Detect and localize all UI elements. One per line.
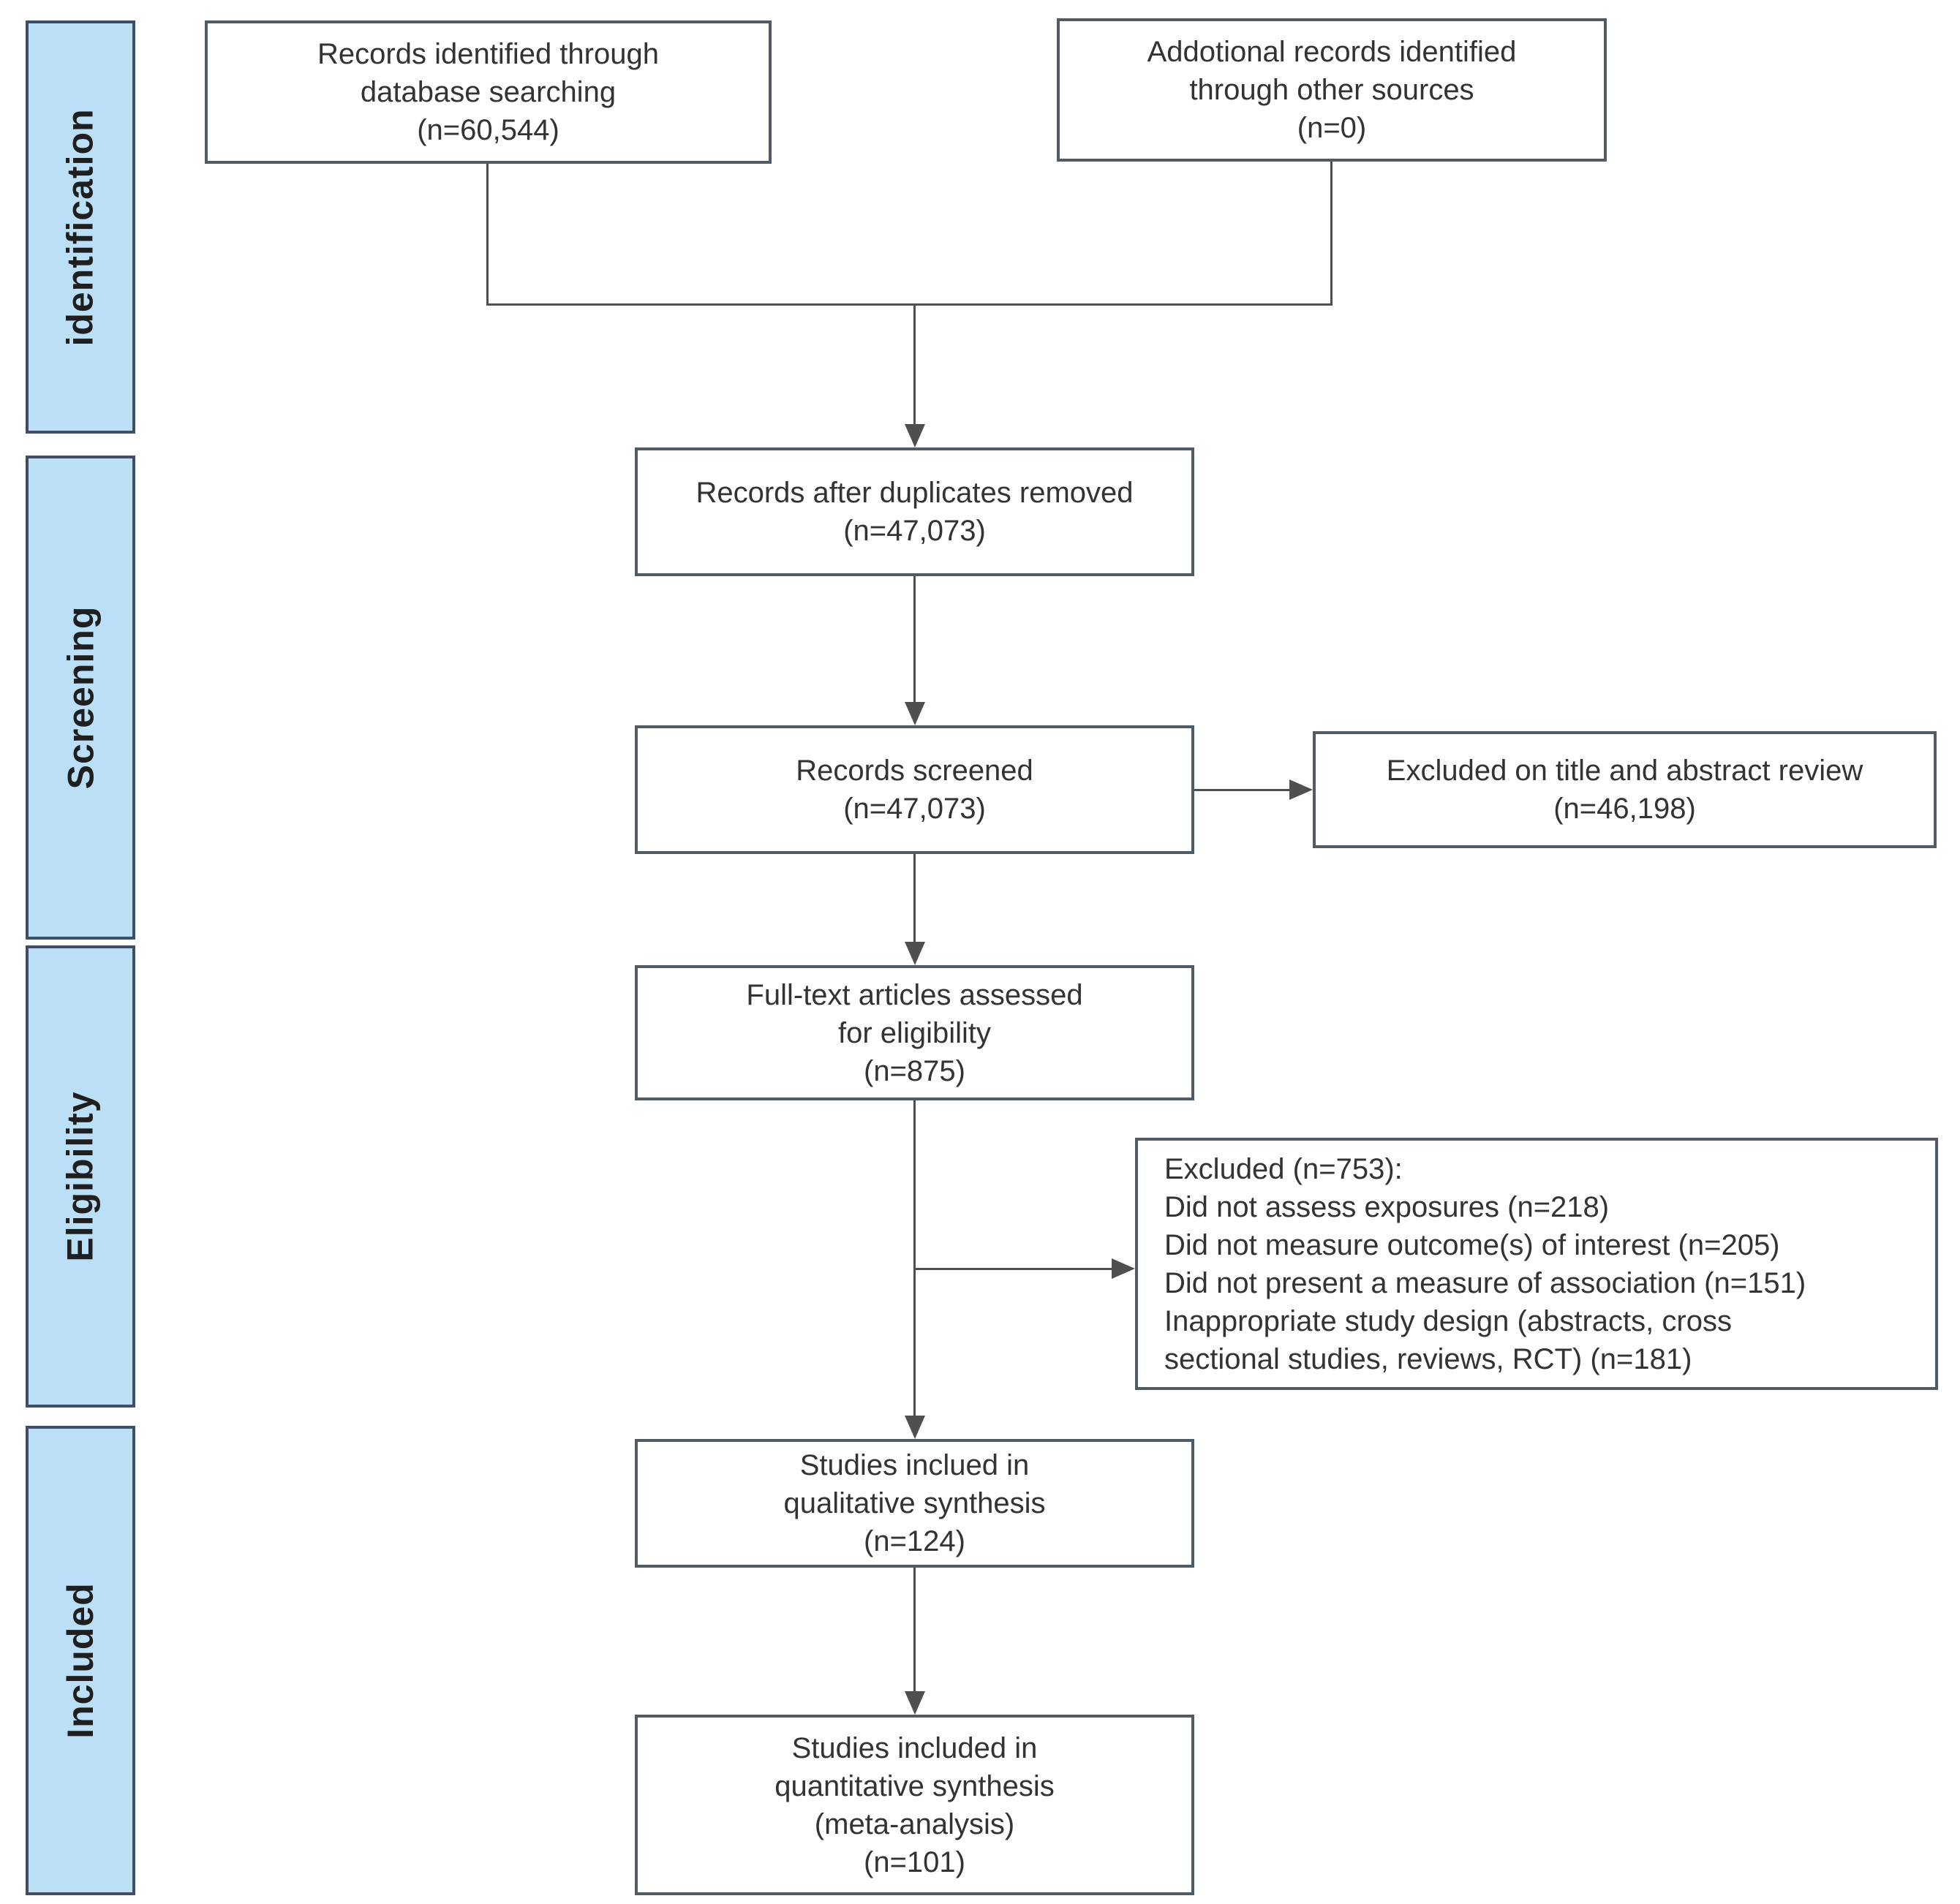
box-line: Did not measure outcome(s) of interest (… [1164,1228,1780,1261]
box-qualitative-synthesis: Studies inclued in qualitative synthesis… [635,1439,1194,1568]
box-fulltext-assessed: Full-text articles assessed for eligibil… [635,965,1194,1100]
arrowhead-right-icon [1289,779,1313,800]
connector-excluded-title [1194,789,1289,791]
connector-left-drop [486,164,489,306]
box-duplicates-removed: Records after duplicates removed (n=47,0… [635,447,1194,576]
box-additional-records: Addotional records identified through ot… [1057,18,1607,162]
box-line: (n=46,198) [1553,793,1696,825]
stage-label-identification: identification [60,107,102,347]
box-records-identified: Records identified through database sear… [205,20,772,164]
connector-screened-stem [913,576,916,702]
box-line: for eligibility [838,1016,991,1049]
arrowhead-down-icon [905,702,925,725]
box-line: Addotional records identified [1147,36,1517,68]
box-line: Records screened [796,755,1033,787]
stage-eligibility: Eligibility [26,945,135,1408]
box-line: (n=101) [864,1846,965,1878]
stage-label-included: Included [60,1582,102,1739]
box-line: (meta-analysis) [814,1807,1015,1840]
box-line: Records after duplicates removed [696,477,1134,509]
box-line: (n=47,073) [843,515,986,547]
stage-included: Included [26,1426,135,1895]
connector-excluded-fulltext [913,1268,1112,1270]
arrowhead-down-icon [905,1691,925,1715]
box-quantitative-synthesis: Studies included in quantitative synthes… [635,1715,1194,1895]
box-line: Studies inclued in [799,1449,1030,1481]
box-line: Studies included in [791,1731,1038,1764]
box-line: Did not assess exposures (n=218) [1164,1190,1610,1223]
stage-label-eligibility: Eligibility [60,1091,101,1262]
box-line: Excluded (n=753): [1164,1152,1403,1185]
box-excluded-fulltext: Excluded (n=753): Did not assess exposur… [1135,1138,1938,1390]
arrowhead-down-icon [905,1416,925,1439]
box-line: through other sources [1189,74,1474,106]
box-line: database searching [360,76,617,108]
stage-screening: Screening [26,456,135,940]
connector-merge-horizontal [486,303,1333,306]
box-excluded-title-abstract: Excluded on title and abstract review (n… [1313,731,1937,848]
box-line: (n=124) [864,1525,965,1557]
connector-qualitative-stem [913,1100,916,1416]
stage-identification: identification [26,20,135,434]
connector-quantitative-stem [913,1568,916,1691]
box-line: sectional studies, reviews, RCT) (n=181) [1164,1342,1692,1375]
box-line: Did not present a measure of association… [1164,1266,1806,1299]
box-line: quantitative synthesis [774,1769,1055,1802]
connector-fulltext-stem [913,854,916,942]
box-line: Full-text articles assessed [746,978,1083,1011]
box-records-screened: Records screened (n=47,073) [635,725,1194,854]
box-line: Excluded on title and abstract review [1386,755,1863,787]
box-line: qualitative synthesis [783,1487,1046,1519]
box-line: (n=0) [1297,112,1367,144]
box-line: (n=47,073) [843,793,986,825]
stage-label-screening: Screening [60,605,101,790]
arrowhead-down-icon [905,424,925,447]
box-line: (n=60,544) [417,114,559,146]
connector-merge-stem [913,303,916,424]
box-line: Inappropriate study design (abstracts, c… [1164,1304,1732,1337]
arrowhead-right-icon [1112,1258,1135,1279]
box-line: Records identified through [317,38,659,70]
arrowhead-down-icon [905,942,925,965]
box-line: (n=875) [864,1054,965,1087]
connector-right-drop [1330,162,1333,306]
